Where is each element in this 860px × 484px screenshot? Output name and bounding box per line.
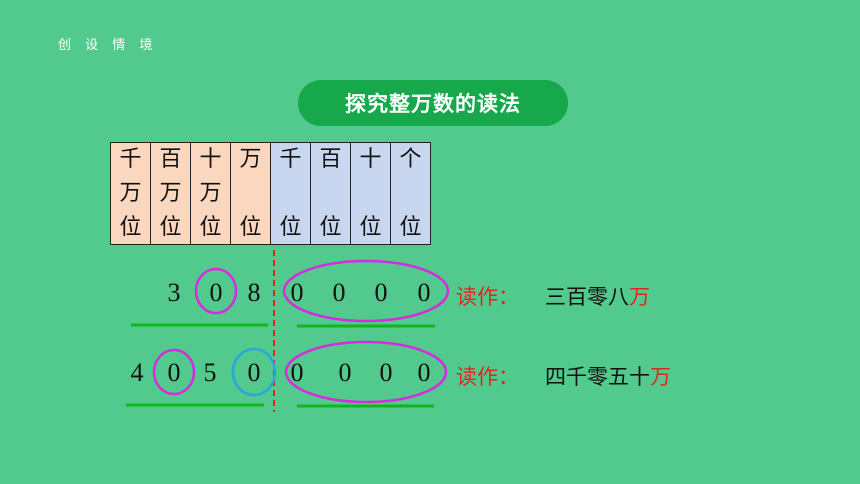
col-label-line: 位 [319,215,342,240]
group-ellipse [282,259,450,323]
reading-text: 四千零五十万 [545,361,671,391]
group-ellipse [284,340,448,404]
digit: 0 [290,278,304,307]
col-tens: 十 位 [350,142,391,245]
digit: 0 [332,278,346,307]
col-label-line: 百 [159,147,182,172]
read-label: 读作： [456,365,519,389]
col-hundreds: 百 位 [310,142,351,245]
digit: 0 [167,358,181,387]
col-label-line: 位 [159,215,182,240]
read-label: 读作： [456,285,519,309]
col-label-line: 万 [119,181,142,206]
digit: 0 [417,278,431,307]
digit: 3 [167,278,181,307]
zero-circle-blue [231,347,277,397]
digit: 5 [203,358,217,387]
digit: 4 [130,358,144,387]
col-label-line: 万 [159,181,182,206]
col-label-line: 千 [119,147,142,172]
col-label-line: 十 [199,147,222,172]
zero-circle [194,267,238,315]
col-label-line: 位 [359,215,382,240]
col-ten-thousands: 万 位 [230,142,271,245]
reading-main: 三百零八 [545,285,629,309]
col-label-line: 百 [319,147,342,172]
col-label-line: 十 [359,147,382,172]
col-label-line: 位 [399,215,422,240]
reading-unit: 万 [650,365,671,389]
reading-unit: 万 [629,285,650,309]
zero-circle [152,348,196,396]
digit: 0 [417,358,431,387]
digit: 8 [247,278,261,307]
col-label-line: 千 [279,147,302,172]
col-hundred-thousands: 十 万 位 [190,142,231,245]
place-value-table: 千 万 位 百 万 位 十 万 位 万 位 千 位 百 位 十 位 [110,142,431,245]
col-ones: 个 位 [390,142,431,245]
section-label: 创 设 情 境 [58,38,158,53]
col-label-line: 万 [199,181,222,206]
digit: 0 [290,358,304,387]
col-label-line: 位 [199,215,222,240]
digit: 0 [209,278,223,307]
col-millions: 百 万 位 [150,142,191,245]
digit: 0 [379,358,393,387]
reading-main: 四千零五十 [545,365,650,389]
title-banner: 探究整万数的读法 [298,80,568,126]
col-label-line: 位 [119,215,142,240]
reading-text: 三百零八万 [545,281,650,311]
digit: 0 [247,358,261,387]
col-label-line: 位 [279,215,302,240]
col-label-line: 位 [239,215,262,240]
digit: 0 [374,278,388,307]
col-label-line: 个 [399,147,422,172]
digit: 0 [338,358,352,387]
col-thousands: 千 位 [270,142,311,245]
col-label-line: 万 [239,147,262,172]
